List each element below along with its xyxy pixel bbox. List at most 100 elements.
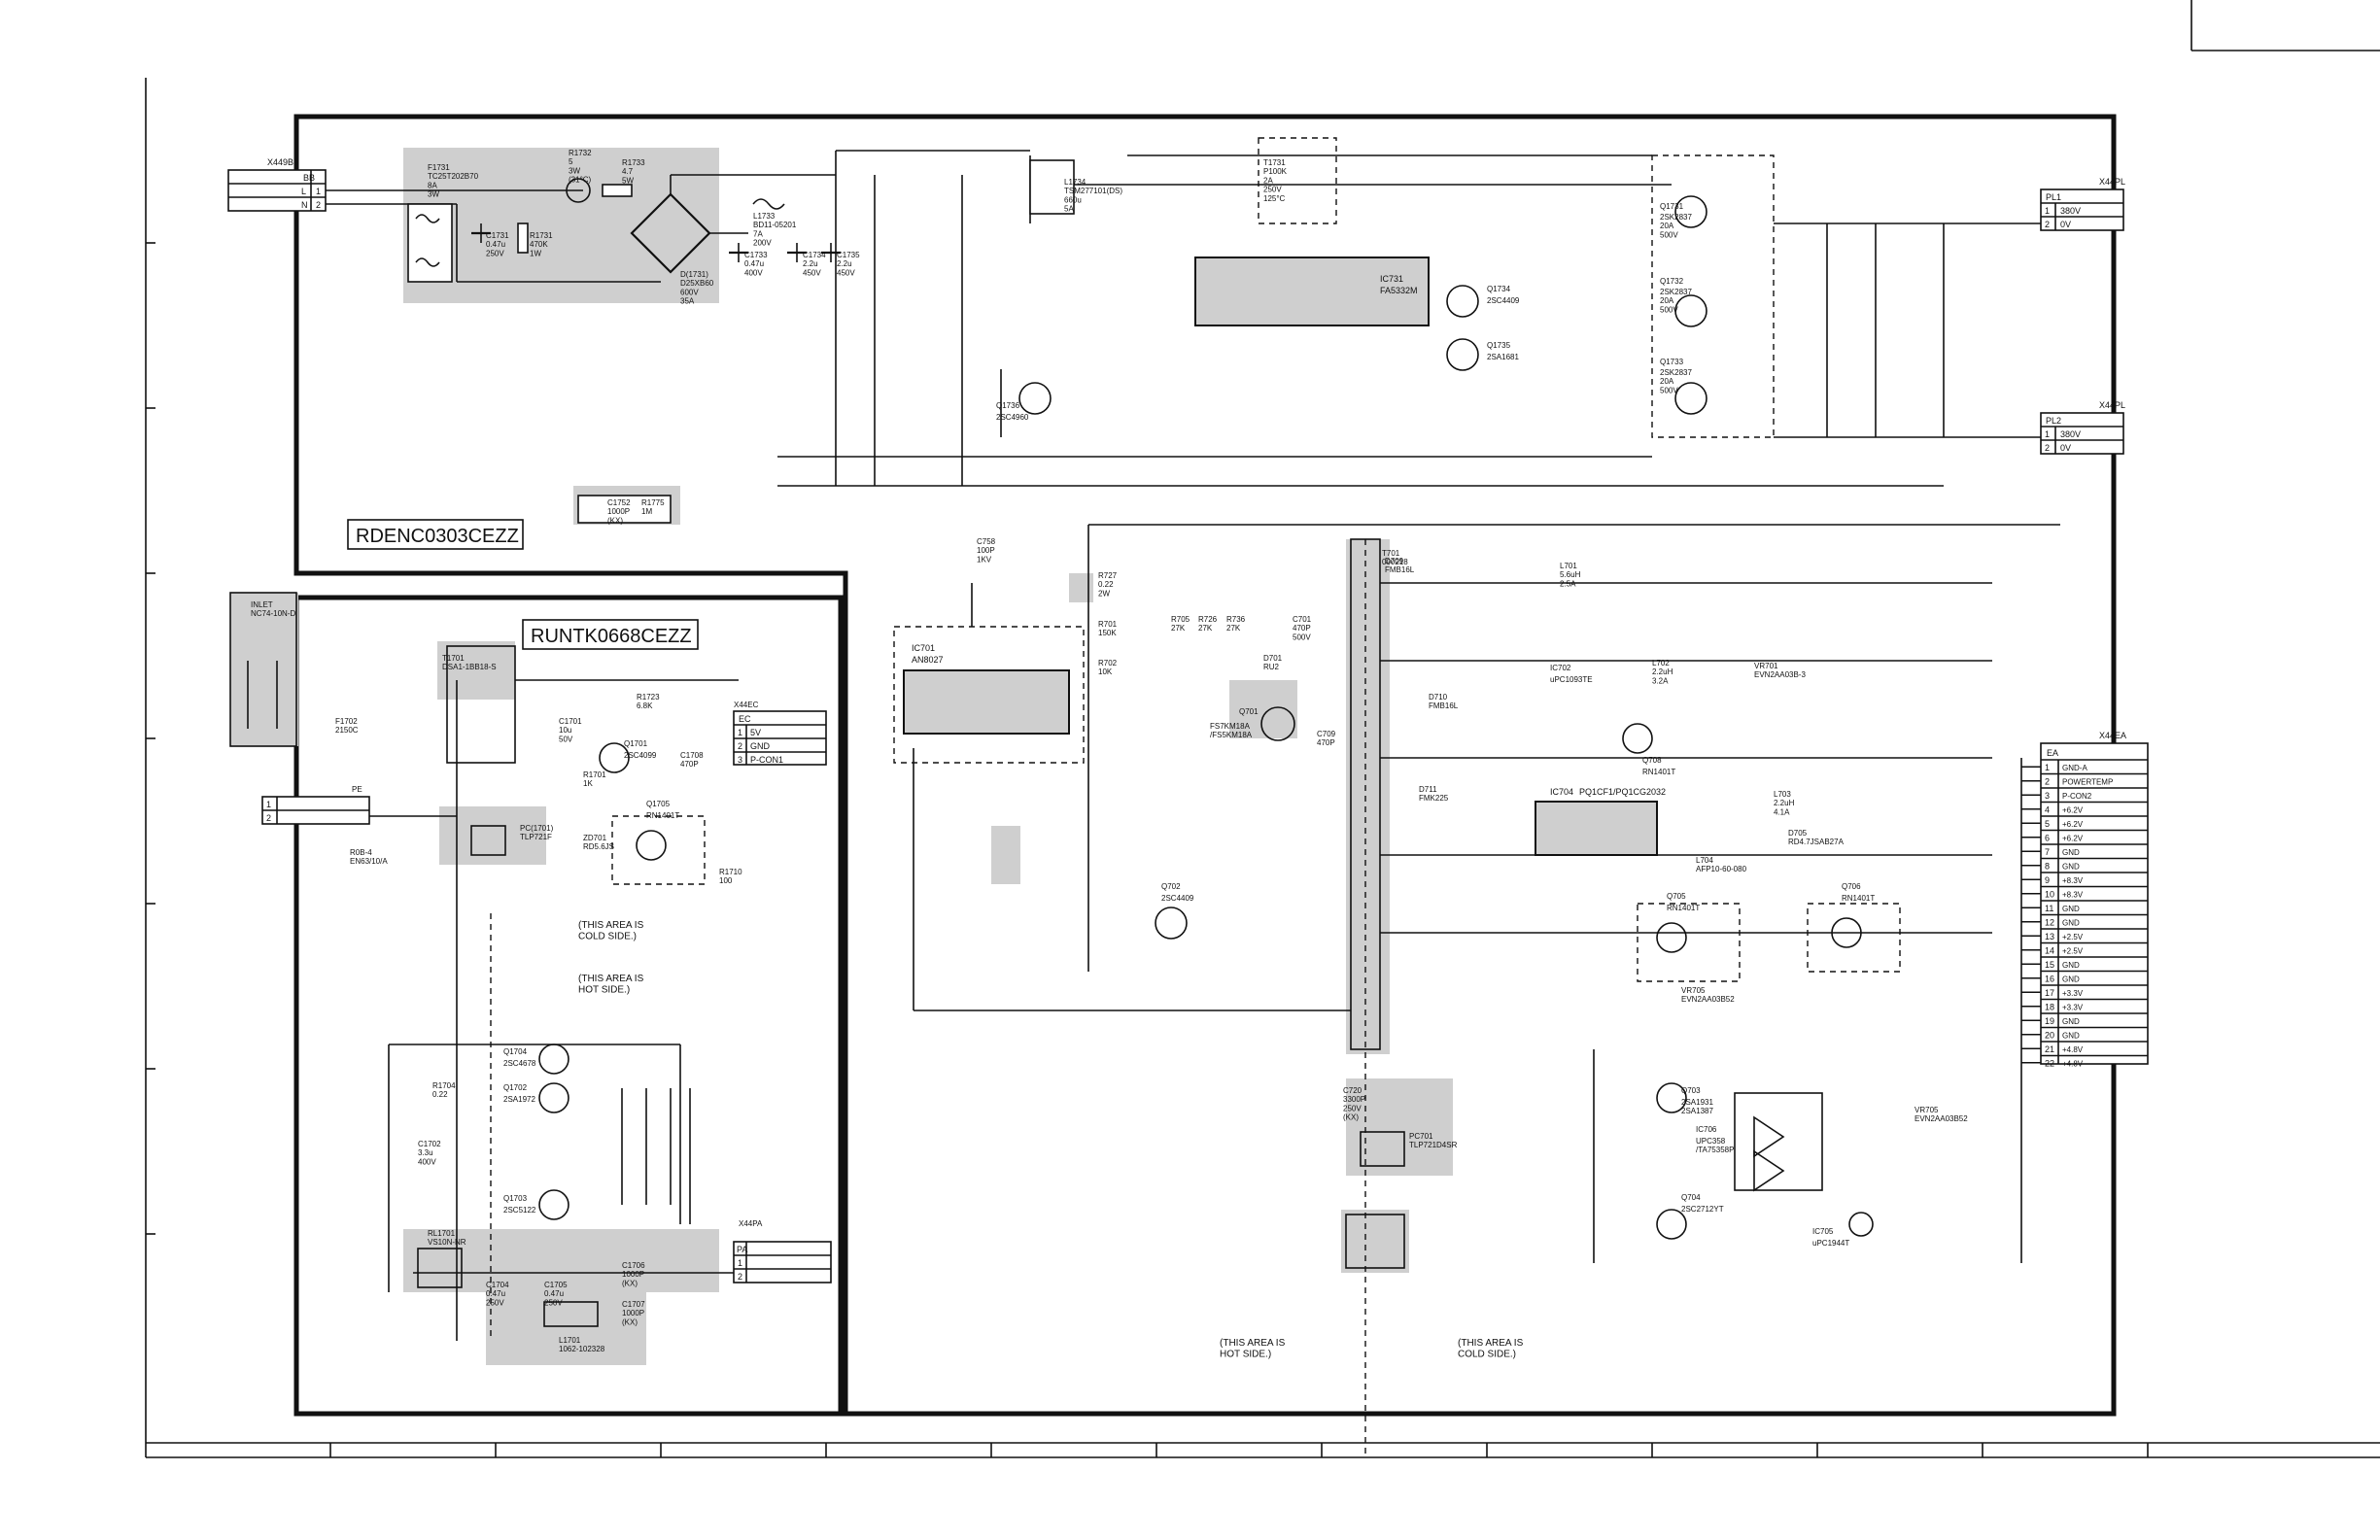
ea-pin-label: +6.2V (2062, 835, 2084, 843)
connector-pl2-pin1-label: 380V (2060, 429, 2081, 439)
ea-pin-number: 21 (2045, 1044, 2054, 1054)
ic704-ref: IC704 (1550, 787, 1573, 797)
connector-ec-pin2-num: 2 (738, 741, 742, 751)
connector-bb-title: BB (303, 173, 315, 183)
ic731-part: FA5332M (1380, 286, 1418, 295)
ea-pin-label: GND (2062, 1032, 2080, 1041)
ea-pin-label: P-CON2 (2062, 792, 2092, 801)
connector-bb: X449B BB L 1 N 2 (227, 157, 327, 212)
ea-pin-label: +6.2V (2062, 820, 2084, 829)
connector-pl1-pin2-num: 2 (2045, 220, 2050, 229)
connector-pa-title: PA (737, 1245, 747, 1254)
ic706-part: UPC358/TA75358P (1696, 1137, 1734, 1154)
ea-pin-number: 1 (2045, 763, 2050, 772)
ea-pin-number: 18 (2045, 1003, 2054, 1012)
q1731-ref: Q1731 (1660, 202, 1684, 211)
pc1701-label: PC(1701)TLP721F (520, 824, 554, 841)
ea-pin-number: 15 (2045, 960, 2054, 970)
ic705-part: uPC1944T (1812, 1239, 1849, 1248)
connector-pl1-pin1-num: 1 (2045, 206, 2050, 216)
q708-part: RN1401T (1642, 768, 1675, 776)
ea-pin-label: +3.3V (2062, 1004, 2084, 1012)
connector-pl2-pin1-num: 1 (2045, 429, 2050, 439)
ea-pin-label: +8.3V (2062, 891, 2084, 900)
ic704-part: PQ1CF1/PQ1CG2032 (1579, 787, 1666, 797)
q701-ref: Q701 (1239, 707, 1259, 716)
power-board-outline (293, 114, 2117, 1417)
connector-bb-pin1-label: L (301, 187, 306, 196)
connector-ea-title: EA (2047, 748, 2058, 758)
ea-pin-number: 16 (2045, 975, 2054, 984)
q702-ref: Q702 (1161, 882, 1181, 891)
q705-ref: Q705 (1667, 892, 1686, 901)
ea-pin-number: 12 (2045, 918, 2054, 928)
ea-pin-label: +2.5V (2062, 947, 2084, 956)
connector-pl2-name: X44PL (2099, 400, 2125, 410)
ea-pin-number: 13 (2045, 932, 2054, 941)
q1702-part: 2SA1972 (503, 1095, 535, 1104)
q1736-part: 2SC4960 (996, 413, 1029, 422)
connector-pl2-title: PL2 (2046, 416, 2061, 426)
connector-pl2-pin2-label: 0V (2060, 443, 2071, 453)
q704-part: 2SC2712YT (1681, 1205, 1724, 1214)
connector-bb-pin1-num: 1 (316, 187, 321, 196)
connector-pe-pin1-num: 1 (266, 800, 271, 809)
q1736-ref: Q1736 (996, 401, 1020, 410)
ea-pin-label: +4.8V (2062, 1045, 2084, 1054)
ea-pin-number: 22 (2045, 1059, 2054, 1069)
connector-pl1-title: PL1 (2046, 192, 2061, 202)
connector-pl1-name: X44PL (2099, 177, 2125, 187)
q1703-part: 2SC5122 (503, 1206, 536, 1215)
ic704-body (1535, 801, 1658, 856)
connector-pl2-pin2-num: 2 (2045, 443, 2050, 453)
ea-pin-label: GND (2062, 905, 2080, 913)
q702-part: 2SC4409 (1161, 894, 1194, 903)
connector-ec-name: X44EC (734, 701, 759, 709)
q1703-ref: Q1703 (503, 1194, 528, 1203)
ea-pin-number: 4 (2045, 805, 2050, 815)
ea-pin-label: +8.3V (2062, 876, 2084, 885)
connector-ec-pin3-label: P-CON1 (750, 755, 783, 765)
ic701-part: AN8027 (912, 655, 944, 665)
connector-pl1: X44PL PL1 1 380V 2 0V (2040, 177, 2125, 231)
ea-pin-label: +2.5V (2062, 933, 2084, 941)
ea-pin-number: 6 (2045, 834, 2050, 843)
q1704-part: 2SC4678 (503, 1059, 536, 1068)
connector-ea-name: X44EA (2099, 731, 2126, 740)
ea-pin-label: +6.2V (2062, 806, 2084, 815)
q1701-ref: Q1701 (624, 739, 648, 748)
